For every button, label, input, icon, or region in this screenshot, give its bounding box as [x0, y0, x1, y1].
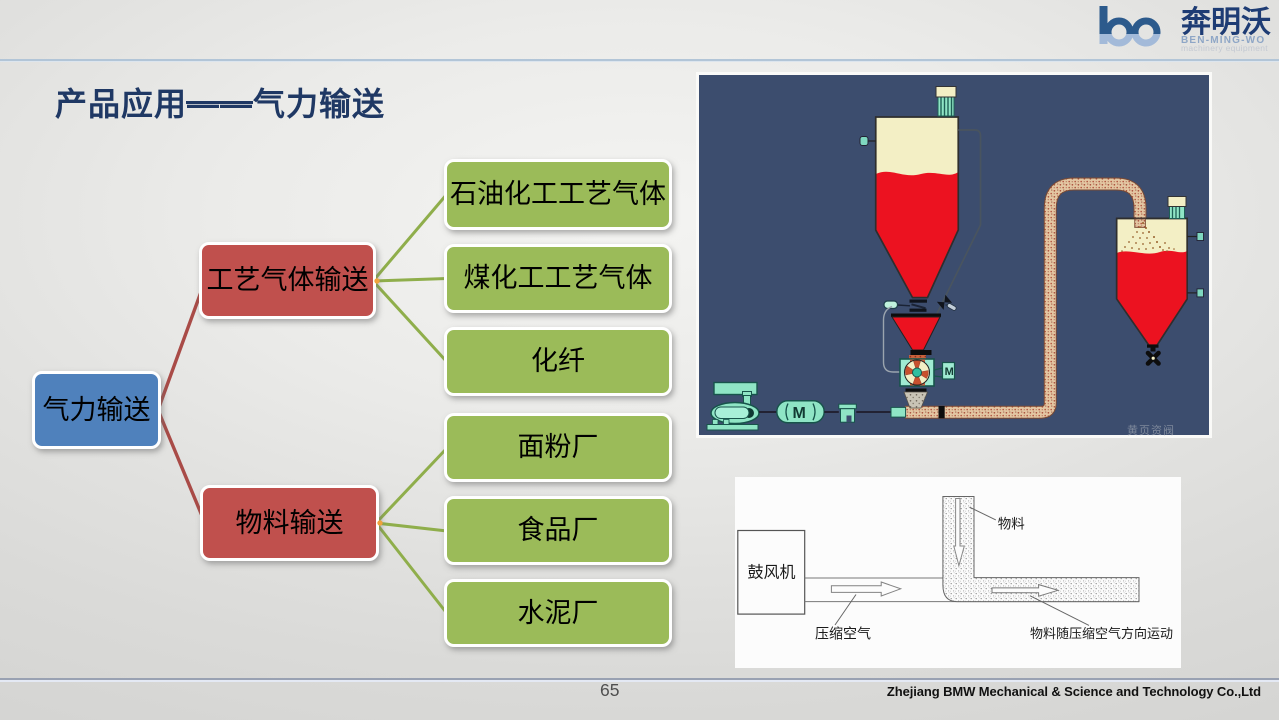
svg-text:黄页资阀: 黄页资阀 [1127, 423, 1175, 437]
svg-text:物料随压缩空气方向运动: 物料随压缩空气方向运动 [1030, 626, 1173, 641]
svg-text:压缩空气: 压缩空气 [815, 626, 871, 642]
svg-text:M: M [945, 366, 954, 378]
svg-text:鼓风机: 鼓风机 [748, 564, 796, 582]
svg-text:M: M [793, 405, 806, 422]
svg-text:BEN-MING-WO: BEN-MING-WO [1181, 35, 1265, 46]
svg-text:machinery equipment: machinery equipment [1181, 43, 1268, 53]
svg-text:奔明沃: 奔明沃 [1181, 6, 1271, 39]
svg-text:物料: 物料 [998, 517, 1025, 532]
